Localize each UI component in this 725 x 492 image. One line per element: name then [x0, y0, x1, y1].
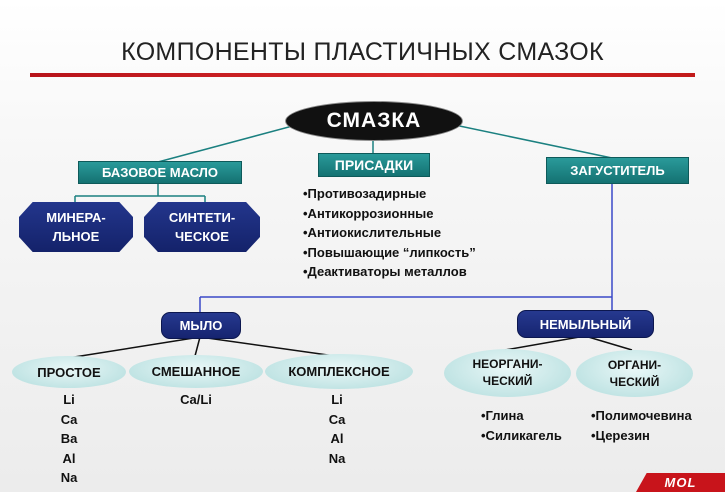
node-soap-mixed: СМЕШАННОЕ — [129, 355, 263, 388]
list-item: Ca/Li — [180, 392, 212, 407]
list-item: •Антиокислительные — [303, 225, 442, 240]
page-title: КОМПОНЕНТЫ ПЛАСТИЧНЫХ СМАЗОК — [121, 38, 604, 66]
node-synthetic-oil: СИНТЕТИ- ЧЕСКОЕ — [144, 202, 260, 252]
node-thickener: ЗАГУСТИТЕЛЬ — [546, 157, 689, 184]
inorganic-list: •Глина •Силикагель — [481, 406, 591, 445]
node-soap: МЫЛО — [161, 312, 241, 339]
list-item: •Церезин — [591, 427, 650, 443]
list-item: •Противозадирные — [303, 186, 427, 201]
connector-nonsoap-inorganic — [504, 335, 586, 351]
node-soap-complex: КОМПЛЕКСНОЕ — [265, 354, 413, 389]
node-mineral-line1: МИНЕРА- — [46, 210, 106, 225]
node-base-oil: БАЗОВОЕ МАСЛО — [78, 161, 242, 184]
connector-root-base-oil — [157, 123, 301, 163]
node-organic: ОРГАНИ- ЧЕСКИЙ — [576, 350, 693, 397]
node-inorganic: НЕОРГАНИ- ЧЕСКИЙ — [444, 349, 571, 397]
list-item: Ba — [60, 431, 78, 446]
node-inorganic-line2: ЧЕСКИЙ — [482, 374, 533, 388]
list-item: Ca — [328, 411, 346, 427]
list-item: •Антикоррозионные — [303, 205, 434, 221]
connector-nonsoap-organic — [584, 335, 633, 351]
list-item: •Полимочевина — [591, 408, 692, 423]
list-item: •Повышающие “липкость” — [303, 244, 476, 260]
node-organic-line2: ЧЕСКИЙ — [609, 374, 660, 389]
connector-soap-complex — [199, 336, 336, 357]
title-underline — [30, 73, 695, 77]
node-mineral-oil: МИНЕРА- ЛЬНОЕ — [19, 202, 133, 252]
list-item: Al — [62, 450, 76, 466]
list-item: •Деактиваторы металлов — [303, 264, 467, 279]
soap-simple-list: Li Ca Ba Al Na — [44, 390, 94, 488]
connector-root-thickener — [449, 123, 613, 159]
node-additives: ПРИСАДКИ — [318, 153, 430, 177]
list-item: Na — [60, 470, 78, 485]
additives-list: •Противозадирные •Антикоррозионные •Анти… — [303, 184, 563, 282]
list-item: •Силикагель — [481, 427, 562, 443]
list-item: Ca — [60, 411, 78, 427]
list-item: •Глина — [481, 408, 524, 423]
organic-list: •Полимочевина •Церезин — [591, 406, 721, 445]
node-synthetic-line2: ЧЕСКОЕ — [175, 229, 229, 244]
list-item: Li — [63, 392, 75, 407]
list-item: Al — [330, 431, 344, 446]
node-soap-simple: ПРОСТОЕ — [12, 356, 126, 388]
soap-mixed-list: Ca/Li — [166, 390, 226, 410]
soap-complex-list: Li Ca Al Na — [312, 390, 362, 468]
list-item: Na — [328, 450, 346, 466]
node-organic-line1: ОРГАНИ- — [607, 357, 662, 372]
list-item: Li — [331, 392, 343, 407]
node-non-soap: НЕМЫЛЬНЫЙ — [517, 310, 654, 338]
connector-soap-simple — [67, 336, 201, 359]
node-inorganic-line1: НЕОРГАНИ- — [472, 357, 543, 371]
node-mineral-line2: ЛЬНОЕ — [52, 229, 100, 244]
node-synthetic-line1: СИНТЕТИ- — [168, 210, 236, 225]
connector-soap-mixed — [194, 336, 201, 357]
root-node-lubricant: СМАЗКА — [285, 101, 463, 141]
mol-logo: MOL — [636, 473, 725, 492]
